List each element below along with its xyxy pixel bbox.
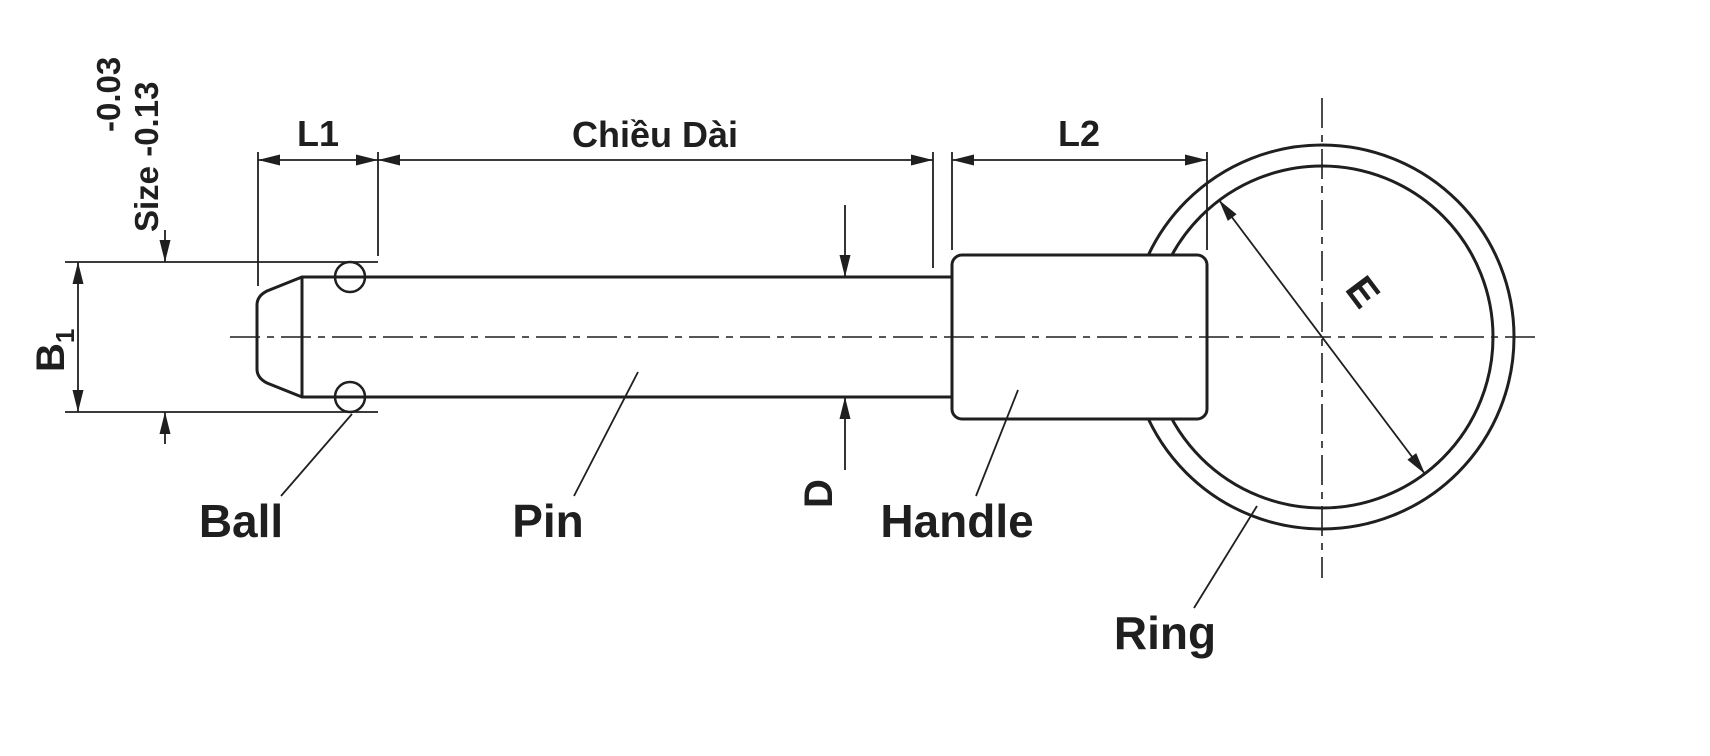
- dimension-graphics: [65, 152, 1426, 609]
- part-label-ring: Ring: [1114, 607, 1216, 659]
- arrowhead-d-bottom: [839, 397, 851, 419]
- dim-d: [839, 205, 851, 470]
- dim-l2-label: L2: [1058, 113, 1100, 154]
- centerlines: [230, 98, 1535, 578]
- arrowhead-l1-right: [356, 154, 378, 166]
- part-label-ball: Ball: [199, 495, 283, 547]
- size-tolerance-line1: -0.03: [90, 57, 127, 132]
- part-label-handle: Handle: [880, 495, 1033, 547]
- arrowhead-l1-left: [258, 154, 280, 166]
- part-label-pin: Pin: [512, 495, 584, 547]
- dim-l2: [952, 154, 1207, 166]
- arrowhead-size-bottom: [159, 412, 171, 434]
- leader-handle: [975, 389, 1019, 497]
- arrowhead-length-left: [378, 154, 400, 166]
- leader-pin: [573, 371, 639, 497]
- arrowhead-length-right: [911, 154, 933, 166]
- arrowhead-e-upper: [1219, 200, 1237, 221]
- dim-size-tolerance: [159, 230, 171, 444]
- arrowhead-b1-bottom: [72, 390, 84, 412]
- dim-l1: [258, 154, 378, 166]
- dim-d-label: D: [797, 479, 841, 508]
- dim-e-label: E: [1337, 268, 1388, 316]
- arrowhead-l2-left: [952, 154, 974, 166]
- drawing-text: -0.03 Size -0.13 L1 Chiều Dài L2 B1 D E …: [29, 57, 1388, 659]
- dim-l1-label: L1: [297, 113, 339, 154]
- arrowhead-e-lower: [1407, 453, 1425, 474]
- leader-ball: [280, 413, 353, 497]
- arrowhead-b1-top: [72, 262, 84, 284]
- dim-b1: [72, 262, 84, 412]
- leader-ring: [1193, 505, 1258, 609]
- dim-b1-label-base: B: [29, 343, 73, 372]
- dim-b1-label: B1: [29, 329, 80, 372]
- arrowhead-d-top: [839, 255, 851, 277]
- arrowhead-size-top: [159, 240, 171, 262]
- dim-length: [378, 154, 933, 166]
- dim-b1-label-subscript: 1: [50, 329, 80, 343]
- dim-length-label: Chiều Dài: [572, 114, 738, 155]
- size-tolerance-line2: Size -0.13: [128, 82, 165, 232]
- arrowhead-l2-right: [1185, 154, 1207, 166]
